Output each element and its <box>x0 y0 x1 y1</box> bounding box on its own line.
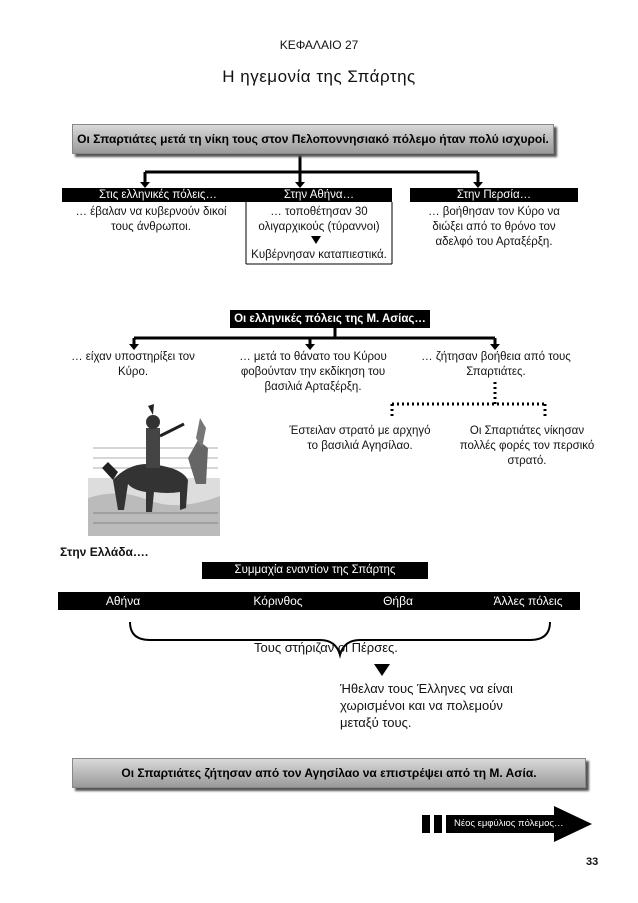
persians-support: Τους στήριζαν οι Πέρσες. <box>254 640 398 655</box>
next-arrow: Νέος εμφύλιος πόλεμος… <box>446 806 596 842</box>
sparta-result-2: Οι Σπαρτιάτες νίκησαν πολλές φορές τον π… <box>452 424 602 469</box>
asia-label: Οι ελληνικές πόλεις της Μ. Ασίας… <box>230 310 430 328</box>
athens-result: Κυβέρνησαν καταπιεστικά. <box>246 248 392 263</box>
sparta-result-1: Έστειλαν στρατό με αρχηγό το βασιλιά Αγη… <box>280 424 440 454</box>
branch-label-greek-cities: Στις ελληνικές πόλεις… <box>62 188 254 202</box>
asia-item-1: … είχαν υποστηρίξει τον Κύρο. <box>60 350 206 380</box>
horseman-illustration <box>88 388 220 536</box>
horseman-icon <box>88 388 220 536</box>
greece-label: Στην Ελλάδα…. <box>60 545 148 559</box>
branch-text-greek-cities: … έβαλαν να κυβερνούν δικοί τους άνθρωπο… <box>58 205 244 235</box>
alliance-label: Συμμαχία εναντίον της Σπάρτης <box>202 562 428 579</box>
asia-item-3: … ζήτησαν βοήθεια από τους Σπαρτιάτες. <box>412 350 580 380</box>
branch-text-athens: … τοποθέτησαν 30 ολιγαρχικούς (τύραννοι) <box>246 205 392 235</box>
top-banner: Οι Σπαρτιάτες μετά τη νίκη τους στον Πελ… <box>72 124 554 154</box>
branch-label-athens: Στην Αθήνα… <box>246 188 392 202</box>
city-other: Άλλες πόλεις <box>478 592 578 610</box>
page-number: 33 <box>586 856 598 868</box>
city-athens: Αθήνα <box>88 592 158 610</box>
city-corinth: Κόρινθος <box>228 592 328 610</box>
branch-text-persia: … βοήθησαν τον Κύρο να διώξει από το θρό… <box>412 205 576 250</box>
branch-label-persia: Στην Περσία… <box>410 188 578 202</box>
city-thebes: Θήβα <box>358 592 438 610</box>
asia-item-2: … μετά το θάνατο του Κύρου φοβούνταν την… <box>228 350 398 395</box>
cities-bar: Αθήνα Κόρινθος Θήβα Άλλες πόλεις <box>58 592 580 610</box>
bottom-banner: Οι Σπαρτιάτες ζήτησαν από τον Αγησίλαο ν… <box>72 758 586 788</box>
next-arrow-label: Νέος εμφύλιος πόλεμος… <box>454 815 564 833</box>
persians-goal: Ήθελαν τους Έλληνες να είναι χωρισμένοι … <box>340 680 513 731</box>
